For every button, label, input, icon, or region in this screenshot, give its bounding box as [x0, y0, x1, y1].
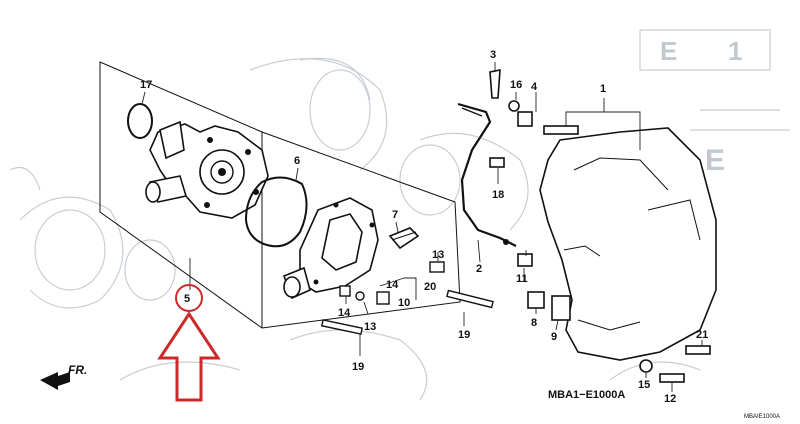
callout-18: 18	[492, 189, 504, 201]
grommet-9	[551, 295, 571, 321]
background-engine-ghost: E 1 E	[9, 29, 790, 401]
front-direction-indicator: FR.	[40, 363, 87, 390]
o-ring-17	[127, 103, 153, 139]
callout-13b: 13	[364, 321, 376, 333]
water-pump-cover	[282, 197, 379, 300]
callout-12: 12	[664, 393, 676, 405]
callout-8: 8	[531, 317, 537, 329]
callout-16: 16	[510, 79, 522, 91]
callout-11: 11	[516, 273, 528, 285]
highlight-up-arrow	[157, 311, 221, 402]
callout-14a: 14	[386, 279, 399, 291]
svg-text:E: E	[660, 36, 677, 66]
callout-10: 10	[398, 297, 410, 309]
callout-19b: 19	[352, 361, 364, 373]
callout-20: 20	[424, 281, 436, 293]
bolt-18	[489, 157, 505, 168]
bolt-11	[517, 253, 533, 267]
washer-15	[639, 359, 653, 373]
front-arrow-icon	[40, 372, 70, 390]
callout-5: 5	[184, 293, 190, 305]
bolt-21	[685, 345, 711, 355]
reference-code: MBA1−E1000A	[548, 389, 625, 401]
svg-text:1: 1	[728, 36, 742, 66]
front-label: FR.	[68, 363, 87, 377]
callout-4: 4	[531, 81, 538, 93]
svg-text:E: E	[705, 144, 725, 177]
gasket-6	[244, 176, 308, 248]
bushing-8	[527, 291, 545, 309]
callout-19a: 19	[458, 329, 470, 341]
callout-13a: 13	[432, 249, 444, 261]
part-callouts: 1 2 3 4 5 6 7 8 9 10 11 12 13 13 14 14 1…	[140, 49, 708, 405]
callout-17: 17	[140, 79, 152, 91]
stud-1	[543, 125, 579, 135]
callout-21: 21	[696, 329, 708, 341]
clip-7	[388, 227, 420, 250]
nut-4	[517, 111, 533, 127]
leader-lines	[141, 62, 703, 392]
callout-6: 6	[294, 155, 300, 167]
fasteners-left	[320, 261, 494, 335]
left-crankcase-cover	[539, 127, 717, 361]
callout-15: 15	[638, 379, 650, 391]
callout-9: 9	[551, 331, 557, 343]
callout-14b: 14	[338, 307, 351, 319]
corner-code: MBAIE1000A	[744, 414, 780, 420]
callout-1: 1	[600, 83, 606, 95]
highlight-circle	[175, 284, 203, 312]
clip-3	[489, 69, 501, 99]
coolant-pipe-bracket-2	[457, 102, 517, 247]
washer-16	[508, 100, 520, 112]
water-pump-body	[145, 120, 269, 219]
bolt-12	[659, 373, 685, 383]
callout-7: 7	[392, 209, 398, 221]
callout-2: 2	[476, 263, 482, 275]
callout-3: 3	[490, 49, 496, 61]
highlight-annotation	[157, 284, 221, 402]
